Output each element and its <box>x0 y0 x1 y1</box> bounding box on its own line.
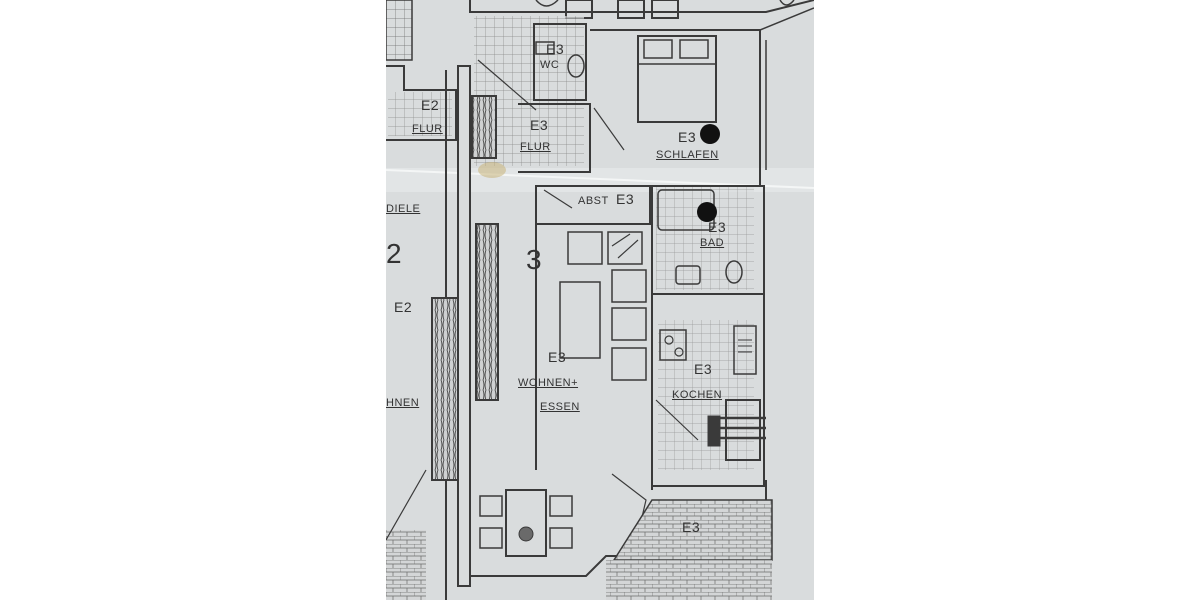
dining-table <box>505 489 547 557</box>
e3-bad-label: BAD <box>700 237 725 249</box>
unit-e2 <box>386 0 459 600</box>
bedroom-wardrobe <box>759 7 814 170</box>
e3-kitchen-walls <box>652 293 765 487</box>
e3-kitchen-tiles <box>658 320 754 470</box>
abst-door <box>543 189 573 209</box>
e3-bad-code-label: E3 <box>708 219 727 235</box>
e3-flur-walls <box>518 103 591 173</box>
living-shelf <box>475 223 499 401</box>
armchair-2-hatch <box>611 233 639 259</box>
kitchen-door <box>655 399 699 441</box>
top-seat-3 <box>651 0 679 19</box>
door-panel <box>471 95 497 159</box>
e3-kochen-label: KOCHEN <box>672 389 723 401</box>
e3-top-wall <box>469 0 814 13</box>
binder-hole-upper <box>700 124 720 144</box>
dining-chair-4 <box>549 527 573 549</box>
party-wall <box>457 65 471 587</box>
e3-unit-number: 3 <box>526 244 543 275</box>
dining-chair-1 <box>479 495 503 517</box>
e2-shelf-1 <box>431 297 459 481</box>
hob-1 <box>664 335 674 345</box>
hob-2 <box>674 347 684 357</box>
e3-essen-label: ESSEN <box>540 401 580 413</box>
e2-paving <box>386 530 426 600</box>
kitchen-chair-1 <box>707 415 721 447</box>
e3-wohnen-label: WOHNEN+ <box>518 377 579 389</box>
bath-toilet <box>725 260 743 284</box>
e3-wc-walls <box>533 23 587 101</box>
e3-schlafen-label: SCHLAFEN <box>656 149 719 161</box>
e2-diagonal <box>386 469 427 541</box>
double-bed <box>637 35 717 123</box>
wc-basin <box>535 41 555 55</box>
dining-chair-3 <box>549 495 573 517</box>
e2-flur-walls <box>386 65 457 141</box>
e3-bedroom-walls <box>590 29 761 187</box>
top-seat-1 <box>565 0 593 19</box>
e2-flur-code-label: E2 <box>421 97 440 113</box>
e3-wc-code-label: E3 <box>546 41 565 57</box>
armchair-2 <box>607 231 643 265</box>
e3-living-walls <box>535 224 653 490</box>
e3-flur-code-label: E3 <box>530 117 549 133</box>
e2-code-label: E2 <box>394 299 413 315</box>
e3-hall-diag <box>477 59 537 111</box>
e3-wc-label: WC <box>540 59 560 71</box>
e2-stair <box>386 0 413 61</box>
bath-basin <box>675 265 701 285</box>
binder-hole-lower <box>697 202 717 222</box>
dining-plant <box>518 526 534 542</box>
e2-flur-label: FLUR <box>412 123 443 135</box>
sofa-table <box>559 281 601 359</box>
e2-flur-tiles <box>388 92 452 136</box>
sofa-seat-3 <box>611 347 647 381</box>
top-seat-2 <box>617 0 645 19</box>
bed-pillow-1 <box>643 39 673 59</box>
e3-schlafen-code-label: E3 <box>678 129 697 145</box>
wc-toilet <box>567 54 585 78</box>
e2-diele-label: DIELE <box>386 203 421 215</box>
dining-chair-2 <box>479 527 503 549</box>
e3-wohnen-code-label: E3 <box>548 349 567 365</box>
sofa-seat-1 <box>611 269 647 303</box>
e3-terrace-paving-lower <box>606 560 772 600</box>
floor-plan-drawing <box>386 0 814 600</box>
sofa-seat-2 <box>611 307 647 341</box>
kitchen-counter <box>659 329 687 361</box>
e3-abst-walls <box>535 185 651 225</box>
top-decor <box>535 0 795 7</box>
floor-plan-sheet: E2 FLUR DIELE 2 E2 HNEN E3 WC E3 FLUR E3… <box>386 0 814 600</box>
unit-e3 <box>469 0 814 600</box>
e3-abst-label: ABST <box>578 195 609 207</box>
dining-table-kitchen <box>725 399 761 461</box>
stain-mark <box>478 162 506 178</box>
e2-wohnen-label: HNEN <box>386 397 420 409</box>
sink-drainer <box>738 339 752 353</box>
e3-kochen-code-label: E3 <box>694 361 713 377</box>
e2-unit-number: 2 <box>386 238 403 269</box>
e3-terrace-code-label: E3 <box>682 519 701 535</box>
e3-flur-label: FLUR <box>520 141 551 153</box>
armchair-1 <box>567 231 603 265</box>
bedroom-door <box>593 107 625 151</box>
kitchen-sink <box>733 325 757 375</box>
bed-pillow-2 <box>679 39 709 59</box>
e3-abst-code-label: E3 <box>616 191 635 207</box>
kitchen-table-hatch <box>720 416 766 440</box>
